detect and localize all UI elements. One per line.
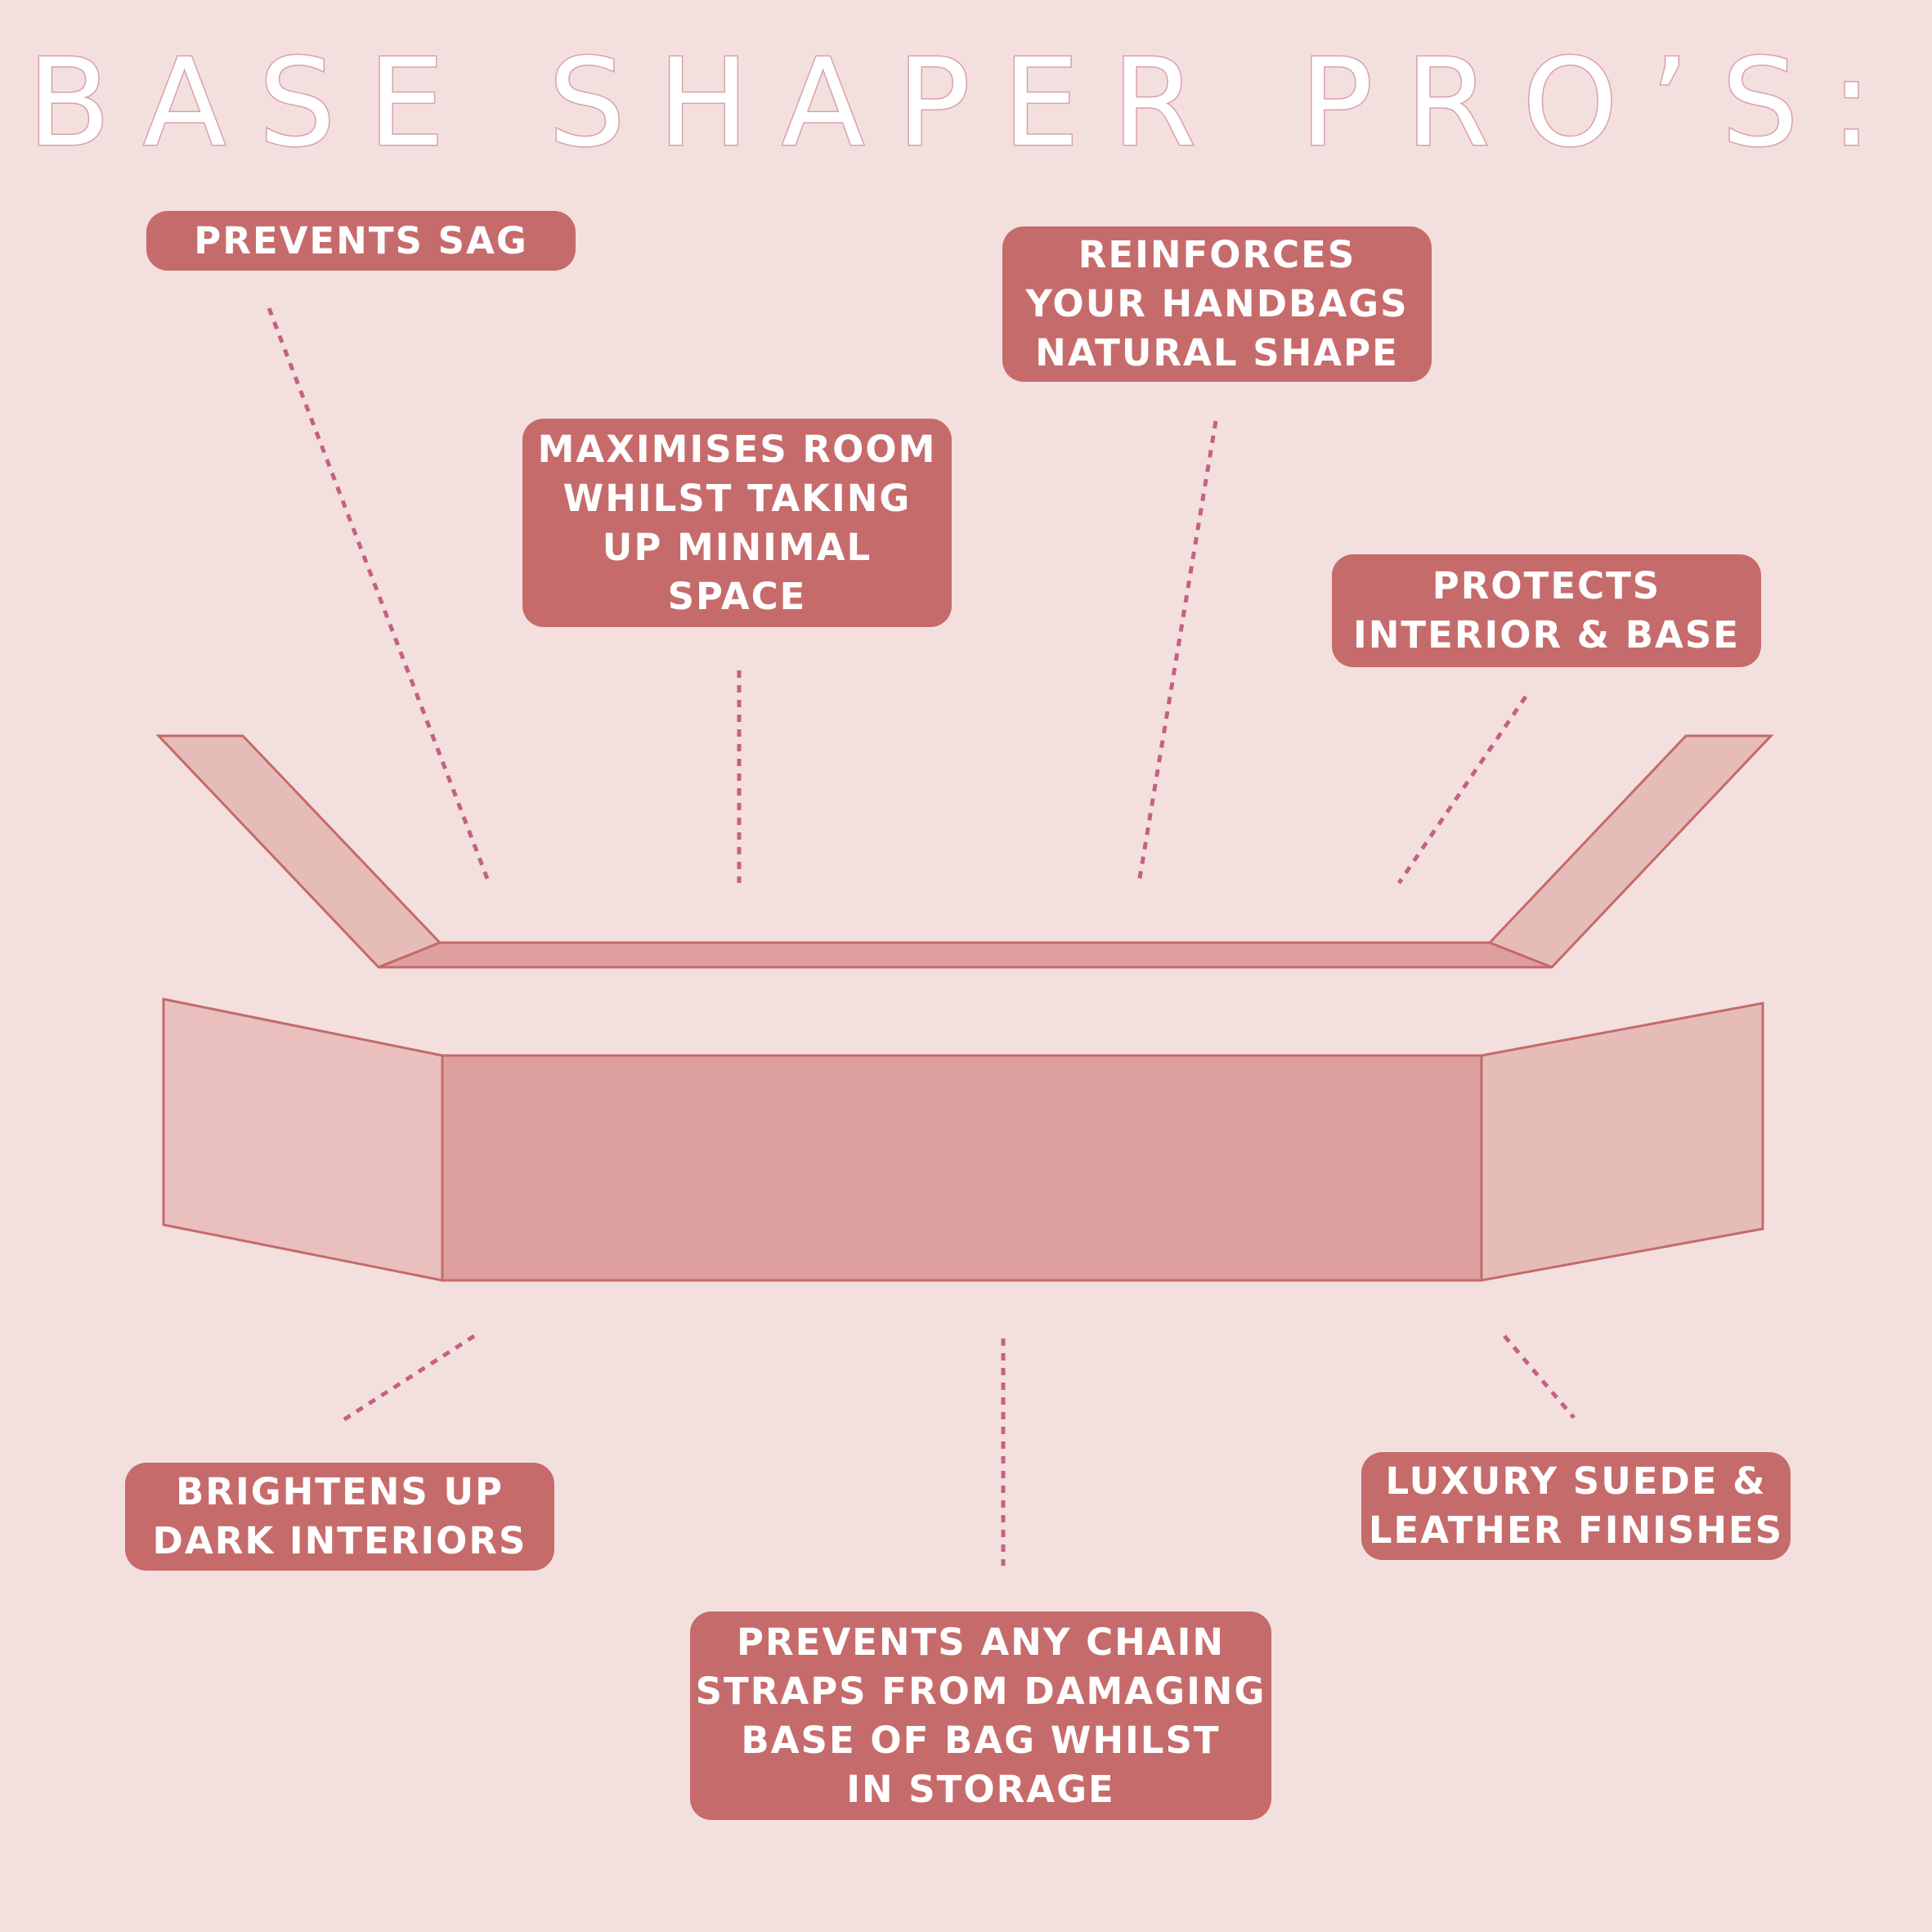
label-brightens-interiors: BRIGHTENS UP DARK INTERIORS <box>125 1463 554 1571</box>
leader-line-luxury <box>1503 1334 1576 1419</box>
folded-shaper-illustration <box>162 997 1764 1282</box>
label-reinforces-shape: REINFORCES YOUR HANDBAGS NATURAL SHAPE <box>1002 226 1432 382</box>
shaper-right-side <box>1480 1002 1764 1282</box>
label-maximises-room: MAXIMISES ROOM WHILST TAKING UP MINIMAL … <box>522 419 952 627</box>
leader-line-brightens <box>340 1334 476 1423</box>
page-title: BASE SHAPER PRO’S: <box>26 33 1905 173</box>
leader-lines <box>267 307 1576 1566</box>
leader-line-protects <box>1396 695 1528 885</box>
shaper-front-panel <box>441 1054 1483 1282</box>
tray-base-panel <box>378 941 1553 969</box>
label-protects-interior: PROTECTS INTERIOR & BASE <box>1332 554 1761 667</box>
tray-right-flap <box>1487 734 1774 969</box>
open-tray-illustration <box>155 734 1774 969</box>
leader-line-reinforces <box>1136 420 1218 884</box>
tray-left-flap <box>155 734 442 969</box>
label-prevents-sag: PREVENTS SAG <box>146 211 576 271</box>
label-luxury-finishes: LUXURY SUEDE & LEATHER FINISHES <box>1361 1452 1791 1560</box>
shaper-left-side <box>162 997 444 1282</box>
label-chain-straps: PREVENTS ANY CHAIN STRAPS FROM DAMAGING … <box>690 1611 1271 1820</box>
